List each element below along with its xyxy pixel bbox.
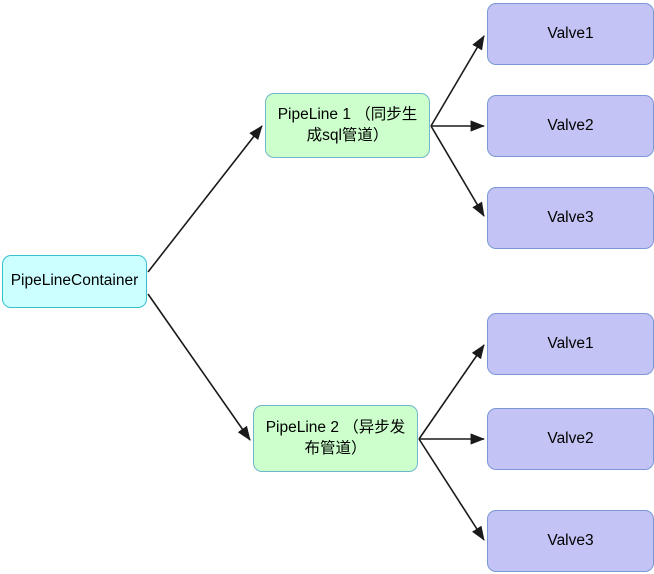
node-pipeline1-valve1[interactable]: Valve1 <box>487 3 654 65</box>
node-pipeline2-valve2[interactable]: Valve2 <box>487 408 654 470</box>
node-label-pipelinecontainer: PipeLineContainer <box>10 272 139 290</box>
edge-pipeline1-to-valve1 <box>430 35 485 127</box>
node-label-pipeline2-valve1: Valve1 <box>547 334 594 352</box>
node-pipeline1-valve2[interactable]: Valve2 <box>487 95 654 157</box>
node-pipeline1-valve3[interactable]: Valve3 <box>487 187 654 249</box>
node-label-pipeline1-valve1: Valve1 <box>547 24 594 42</box>
node-pipelinecontainer[interactable]: PipeLineContainer <box>2 255 147 308</box>
edge-container-to-pipeline2 <box>147 293 251 441</box>
edge-pipeline2-to-valve3 <box>418 438 485 541</box>
node-pipeline2-valve3[interactable]: Valve3 <box>487 510 654 572</box>
node-pipeline-2[interactable]: PipeLine 2 （异步发 布管道） <box>253 405 418 472</box>
node-label-pipeline-1: PipeLine 1 （同步生 成sql管道） <box>277 106 418 144</box>
node-label-pipeline1-valve3: Valve3 <box>547 208 594 226</box>
edge-container-to-pipeline1 <box>147 125 263 273</box>
edge-pipeline2-to-valve1 <box>418 344 485 440</box>
node-pipeline2-valve1[interactable]: Valve1 <box>487 313 654 375</box>
node-pipeline-1[interactable]: PipeLine 1 （同步生 成sql管道） <box>265 93 430 158</box>
node-label-pipeline1-valve2: Valve2 <box>547 116 594 134</box>
node-label-pipeline-2: PipeLine 2 （异步发 布管道） <box>265 419 406 457</box>
node-label-pipeline2-valve2: Valve2 <box>547 429 594 447</box>
edge-pipeline1-to-valve3 <box>430 125 485 217</box>
node-label-pipeline2-valve3: Valve3 <box>547 531 594 549</box>
